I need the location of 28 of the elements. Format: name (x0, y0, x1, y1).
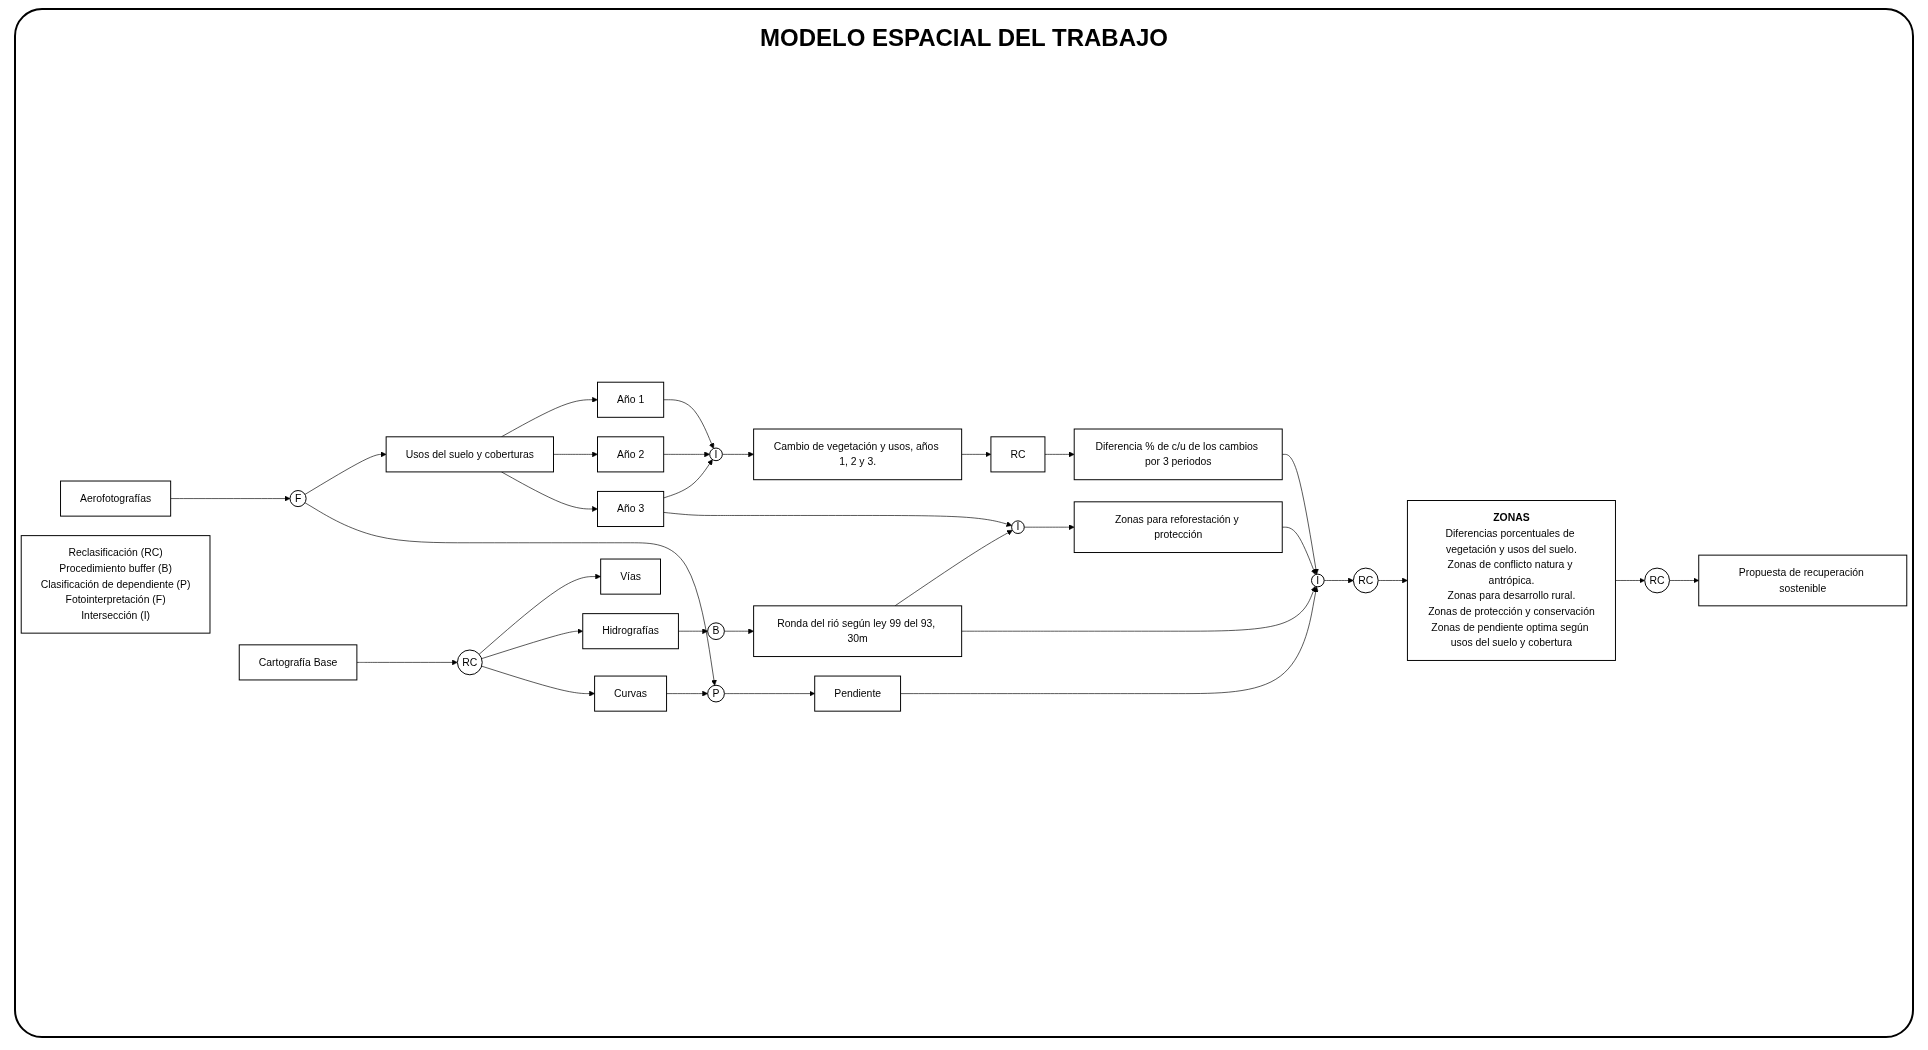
node-box: Reclasificación (RC) Procedimiento buffer (B) Clasificación de dependiente (P) Fotointerpretación (F) Intersección (I) (20, 535, 211, 634)
node-box: Aerofotografías (60, 480, 172, 517)
node-box: Vías (600, 558, 661, 595)
node-box: Zonas para reforestación y protección (1073, 501, 1283, 554)
node-box: Cambio de vegetación y usos, años 1, 2 y 3. (753, 428, 963, 481)
node-circle: I (1311, 574, 1325, 588)
node-box: Diferencia % de c/u de los cambios por 3 periodos (1073, 428, 1283, 481)
node-circle: B (707, 622, 725, 641)
node-box: RC (990, 436, 1046, 473)
node-circle: RC (1644, 567, 1670, 594)
node-box: Hidrografías (582, 613, 679, 650)
node-box: Año 2 (597, 436, 665, 473)
node-box: Año 1 (597, 382, 665, 419)
node-circle: I (709, 447, 723, 462)
node-box: ZONAS Diferencias porcentuales de vegetación y usos del suelo. Zonas de conflicto natura y antrópica. Zonas para desarrollo rural. Zonas de protección y conservación Zonas de pendiente optima según usos del suelo y cobertura (1406, 500, 1616, 662)
node-box: Cartografía Base (238, 644, 358, 681)
node-circle: I (1011, 520, 1025, 535)
node-circle: RC (456, 649, 483, 676)
node-circle: P (707, 685, 725, 703)
node-circle: F (289, 490, 307, 508)
node-box: Año 3 (597, 491, 665, 528)
node-box: Curvas (594, 675, 668, 712)
node-box: Propuesta de recuperación sostenible (1698, 554, 1908, 607)
node-circle: RC (1352, 567, 1379, 594)
node-box: Pendiente (814, 675, 902, 712)
node-box: Usos del suelo y coberturas (385, 436, 554, 473)
diagram-title: MODELO ESPACIAL DEL TRABAJO (759, 24, 1168, 52)
node-box: Ronda del rió según ley 99 del 93, 30m (753, 605, 963, 658)
